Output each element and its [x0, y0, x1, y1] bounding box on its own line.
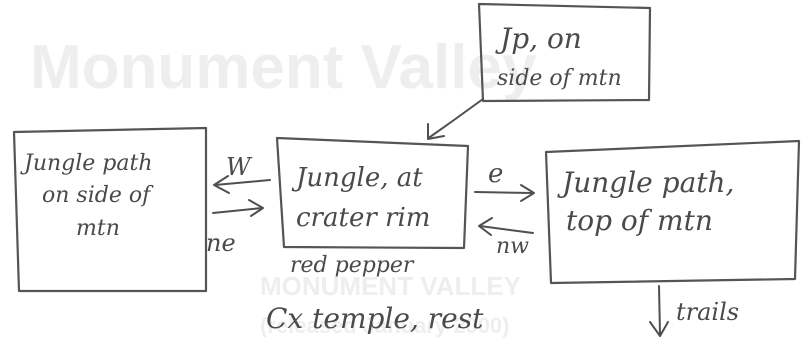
edge-west-arrowhead [213, 175, 230, 194]
note-red-pepper: red pepper [290, 253, 415, 278]
edge-northwest-arrowhead [478, 217, 493, 236]
edge-northeast-arrowhead [248, 199, 264, 217]
edge-trails-arrowhead [649, 321, 669, 337]
node-top-box [477, 2, 652, 103]
edge-northeast-arrow [212, 207, 263, 214]
edge-west-label: W [226, 153, 253, 181]
node-left-line1: Jungle path [20, 151, 153, 176]
edge-top-to-center [429, 98, 484, 138]
edge-trails-label: trails [676, 298, 739, 326]
node-center-line1: Jungle, at [291, 163, 423, 193]
edge-top-arrowhead [427, 123, 445, 140]
node-left-box [12, 126, 208, 293]
edge-northwest-label: nw [496, 234, 529, 259]
edge-northwest-arrow [479, 225, 534, 234]
background-text-title: Monument Valley [30, 33, 537, 102]
edge-west-arrow [214, 179, 271, 186]
background-text-subtitle: MONUMENT VALLEY [260, 271, 521, 301]
node-right-box [544, 139, 801, 285]
edge-east-arrow [474, 191, 534, 194]
node-center-box [275, 136, 470, 250]
node-top-line1: Jp, on [495, 22, 582, 55]
node-left-line2: on side of [42, 183, 154, 208]
edge-east-label: e [488, 159, 503, 189]
node-right-line2: top of mtn [566, 204, 713, 237]
edge-northeast-label: ne [206, 229, 236, 257]
edge-trails-arrow [658, 285, 661, 335]
background-text-date: (released January 2000) [260, 313, 510, 338]
node-top-line2: side of mtn [497, 66, 622, 91]
edge-east-arrowhead [520, 184, 535, 202]
node-right-line1: Jungle path, [557, 166, 734, 199]
note-temple-rest: Cx temple, rest [266, 302, 484, 335]
node-left-line3: mtn [76, 216, 120, 241]
node-center-line2: crater rim [296, 203, 430, 233]
